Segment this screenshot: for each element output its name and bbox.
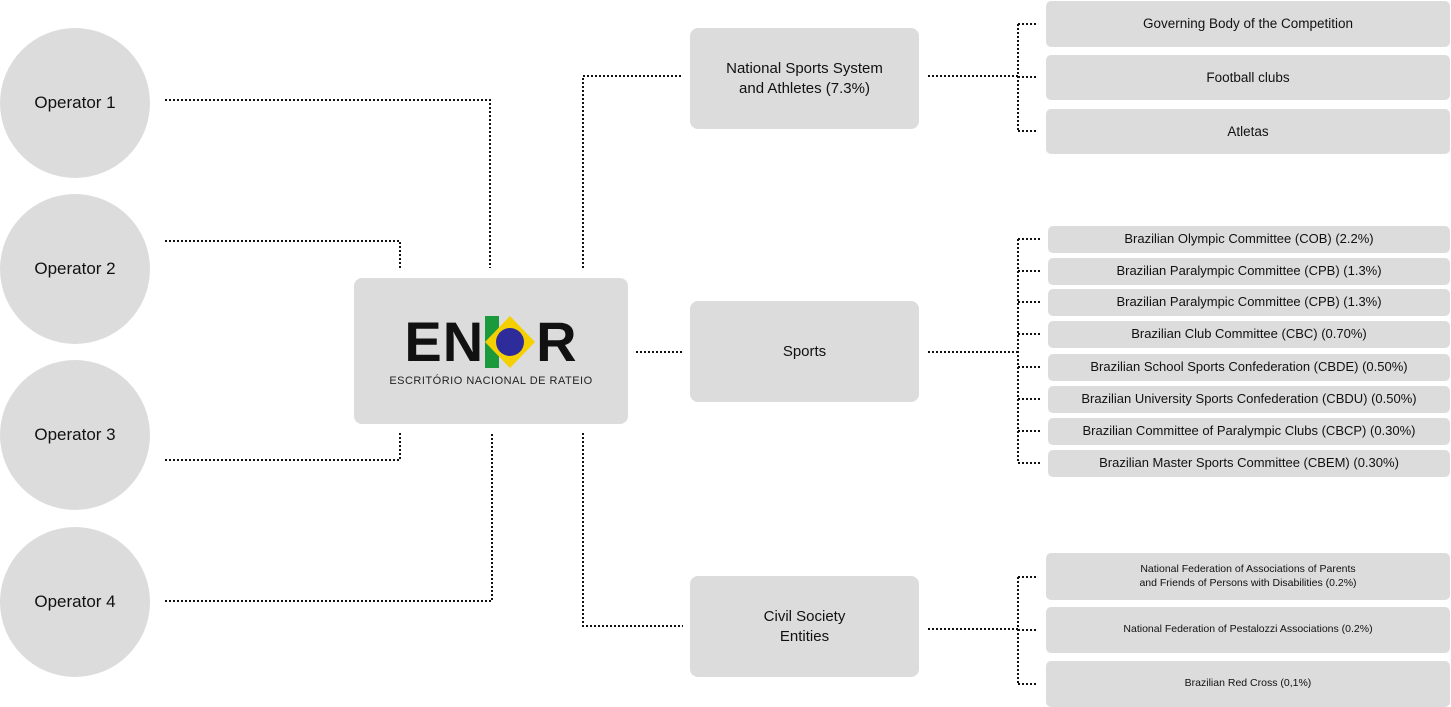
- operator-3-label: Operator 3: [34, 425, 116, 444]
- category-civil-line1: Civil Society: [763, 608, 846, 625]
- category-sports-label: Sports: [782, 342, 827, 360]
- connector-to-national: [582, 75, 683, 268]
- civil-item-line1: National Federation of Associations of P…: [1140, 562, 1356, 575]
- sports-item: Brazilian University Sports Confederatio…: [1048, 386, 1450, 413]
- national-item: Atletas: [1046, 109, 1450, 154]
- sports-item: Brazilian Master Sports Committee (CBEM)…: [1048, 450, 1450, 477]
- category-sports: Sports: [690, 301, 919, 402]
- enar-logo-box: EN R ESCRITÓRIO NACIONAL DE RATEIO: [354, 278, 628, 424]
- connector-operator-1: [165, 99, 491, 268]
- operator-4: Operator 4: [0, 527, 150, 677]
- civil-item-line2: and Friends of Persons with Disabilities…: [1139, 576, 1357, 589]
- connector-national-items: [928, 23, 1038, 132]
- sports-item: Brazilian Olympic Committee (COB) (2.2%): [1048, 226, 1450, 253]
- connector-to-civil: [582, 433, 683, 627]
- sports-item-label: Brazilian Paralympic Committee (CPB) (1.…: [1116, 294, 1382, 310]
- national-item: Governing Body of the Competition: [1046, 1, 1450, 47]
- enar-logo: EN R: [404, 309, 578, 373]
- operator-2-label: Operator 2: [34, 259, 116, 278]
- logo-letters-left: EN: [404, 309, 485, 373]
- civil-item: Brazilian Red Cross (0,1%): [1046, 661, 1450, 707]
- category-civil-society: Civil Society Entities: [690, 576, 919, 677]
- sports-item-label: Brazilian Paralympic Committee (CPB) (1.…: [1116, 263, 1382, 279]
- enar-subtitle: ESCRITÓRIO NACIONAL DE RATEIO: [389, 374, 593, 387]
- national-item-label: Football clubs: [1206, 69, 1290, 85]
- national-item-label: Governing Body of the Competition: [1142, 16, 1354, 32]
- category-national-line2: and Athletes (7.3%): [739, 79, 870, 97]
- operator-1-label: Operator 1: [34, 93, 116, 112]
- operator-4-label: Operator 4: [34, 592, 116, 611]
- sports-item: Brazilian Committee of Paralympic Clubs …: [1048, 418, 1450, 445]
- sports-item-label: Brazilian Master Sports Committee (CBEM)…: [1099, 455, 1399, 471]
- connector-civil-items: [928, 576, 1038, 685]
- category-national-sports-system: National Sports System and Athletes (7.3…: [690, 28, 919, 129]
- category-civil-line2: Entities: [779, 627, 830, 645]
- civil-item-label: Brazilian Red Cross (0,1%): [1184, 677, 1312, 690]
- national-item-label: Atletas: [1227, 123, 1269, 139]
- sports-item: Brazilian Club Committee (CBC) (0.70%): [1048, 321, 1450, 348]
- category-national-line1: National Sports System: [726, 60, 883, 77]
- civil-item: National Federation of Associations of P…: [1046, 553, 1450, 600]
- brazil-flag-icon: [485, 315, 536, 368]
- operator-1: Operator 1: [0, 28, 150, 178]
- connector-operator-4: [165, 433, 493, 602]
- connector-operator-2: [165, 240, 401, 268]
- sports-item-label: Brazilian School Sports Confederation (C…: [1090, 359, 1408, 375]
- sports-item-label: Brazilian University Sports Confederatio…: [1081, 391, 1417, 407]
- sports-item-label: Brazilian Olympic Committee (COB) (2.2%): [1124, 231, 1374, 247]
- sports-item-label: Brazilian Committee of Paralympic Clubs …: [1082, 423, 1416, 439]
- operator-2: Operator 2: [0, 194, 150, 344]
- civil-item-label: National Federation of Pestalozzi Associ…: [1123, 623, 1373, 636]
- connector-operator-3: [165, 433, 401, 461]
- sports-item: Brazilian Paralympic Committee (CPB) (1.…: [1048, 258, 1450, 285]
- sports-item: Brazilian School Sports Confederation (C…: [1048, 354, 1450, 381]
- connector-sports-items: [928, 238, 1040, 464]
- national-item: Football clubs: [1046, 55, 1450, 100]
- sports-item: Brazilian Paralympic Committee (CPB) (1.…: [1048, 289, 1450, 316]
- logo-letters-right: R: [536, 309, 578, 373]
- sports-item-label: Brazilian Club Committee (CBC) (0.70%): [1131, 326, 1367, 342]
- operator-3: Operator 3: [0, 360, 150, 510]
- civil-item: National Federation of Pestalozzi Associ…: [1046, 607, 1450, 653]
